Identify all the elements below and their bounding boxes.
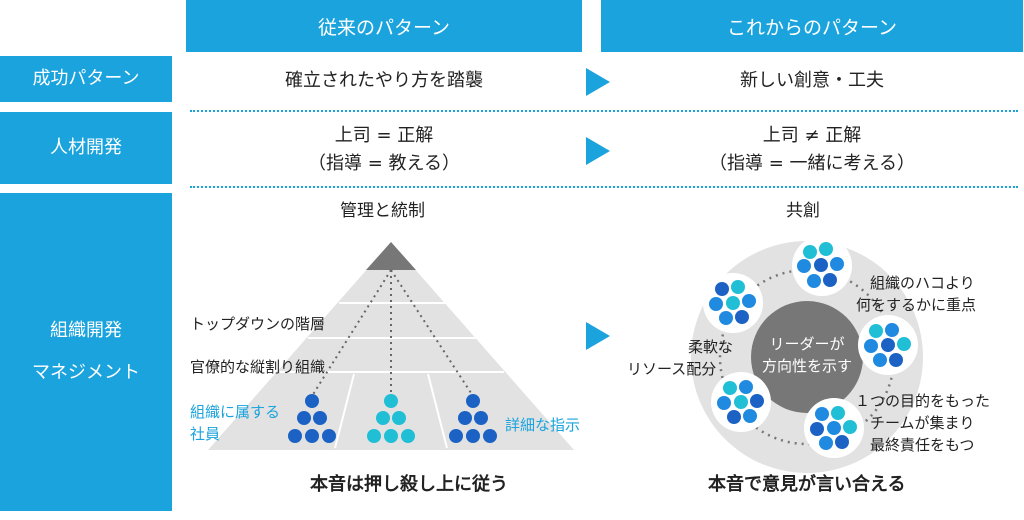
hr-future-text: 上司 ≠ 正解 （指導 = 一緒に考える） (709, 125, 915, 174)
members-label-line2: 社員 (190, 425, 221, 443)
leader-label-line1: リーダーが (769, 335, 845, 353)
flexible-label-line2: リソース配分 (627, 360, 717, 378)
header-future-pattern: これからのパターン (601, 0, 1023, 52)
team-cluster-right (858, 315, 918, 375)
row-label-hr-development: 人材開発 (0, 112, 172, 184)
success-current-text: 確立されたやり方を踏襲 (285, 70, 483, 91)
control-title: 管理と統制 (340, 201, 425, 221)
employee-group-mid (449, 394, 497, 443)
co-creation-diagram (691, 236, 923, 473)
team-label-line3: 最終責任をもつ (870, 436, 975, 454)
detailed-instructions-label: 詳細な指示 (505, 416, 581, 434)
pyramid-diagram (208, 242, 574, 450)
success-future-text: 新しい創意・工夫 (740, 70, 884, 91)
team-cluster-bottom (804, 398, 864, 458)
header-current-pattern: 従来のパターン (186, 0, 582, 52)
command-lines (311, 269, 474, 397)
team-cluster-bottom-left (711, 372, 771, 432)
focus-label-line1: 組織のハコより (870, 274, 975, 292)
layer-label-top-down: トップダウンの階層 (190, 315, 326, 333)
dotted-divider (190, 186, 1018, 188)
left-caption: 本音は押し殺し上に従う (310, 474, 508, 495)
team-label-line2: チームが集まり (870, 414, 975, 432)
flexible-label-line1: 柔軟な (688, 338, 734, 356)
team-cluster-top (792, 236, 852, 296)
hr-current-text: 上司 = 正解 （指導 = 教える） (308, 125, 460, 174)
employee-group-cyan (367, 394, 415, 443)
team-label-line1: １つの目的をもった (855, 392, 991, 410)
team-cluster-left (703, 273, 763, 333)
dotted-divider (190, 110, 1018, 112)
arrow-right-icon (586, 322, 610, 350)
row-label-org-development: 組織開発 マネジメント (0, 193, 172, 511)
layer-label-silo: 官僚的な縦割り組織 (190, 358, 326, 376)
employee-group-dark (288, 394, 336, 443)
leader-label-line2: 方向性を示す (761, 357, 852, 375)
members-label-line1: 組織に属する (190, 403, 281, 421)
right-caption: 本音で意見が言い合える (708, 474, 906, 495)
arrow-right-icon (586, 68, 610, 96)
leader-circle (751, 301, 863, 413)
arrow-right-icon (586, 137, 610, 165)
co-creation-title: 共創 (786, 201, 820, 221)
focus-label-line2: 何をするかに重点 (856, 296, 977, 314)
row-label-success-pattern: 成功パターン (0, 56, 172, 102)
pyramid-apex (366, 242, 416, 270)
